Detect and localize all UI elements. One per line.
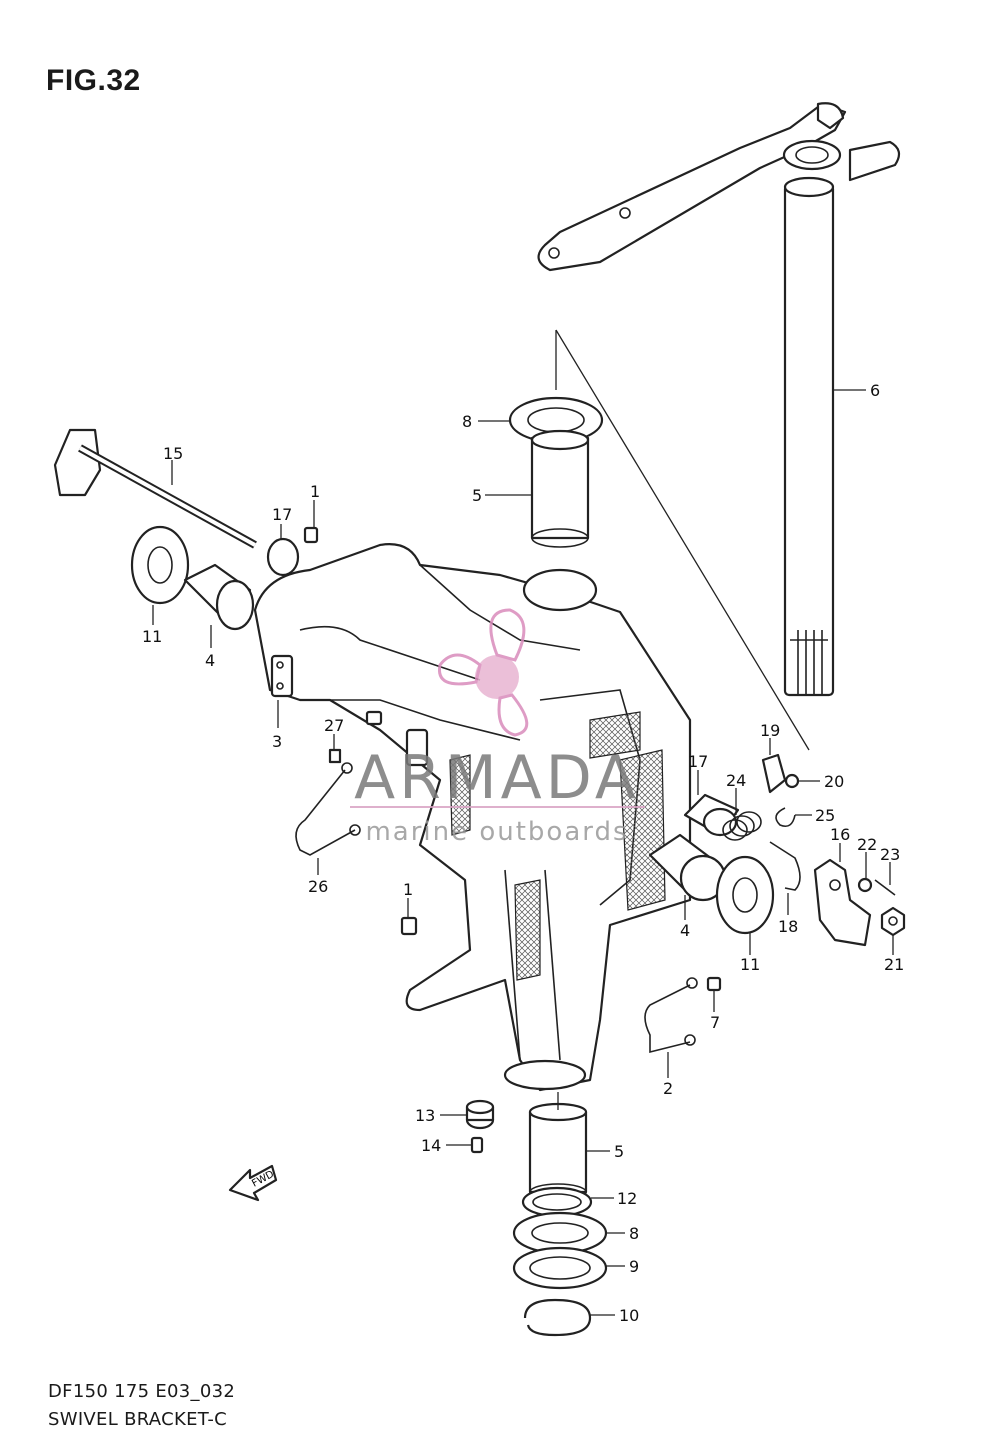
swivel-bracket-body: [253, 543, 692, 1092]
callout-labels: 6 8 5 15 17 1 11 4 3 27 26 1 19 20 17 24…: [142, 381, 904, 1325]
callout-17-left: 17: [272, 505, 292, 524]
callout-8-bottom: 8: [629, 1224, 639, 1243]
washer-11-right: [715, 855, 775, 935]
callout-24: 24: [726, 771, 746, 790]
grease-nipple-27-area: [365, 710, 383, 726]
washer-9: [512, 1246, 608, 1290]
watermark-tagline: marine outboards: [365, 817, 628, 847]
cotter-pin-23: [874, 879, 896, 896]
callout-13: 13: [415, 1106, 435, 1125]
callout-26: 26: [308, 877, 328, 896]
callout-10: 10: [619, 1306, 639, 1325]
ground-wire-26: [295, 762, 361, 856]
callout-7: 7: [710, 1013, 720, 1032]
bushing-top: [530, 429, 590, 548]
callout-1-mid: 1: [403, 880, 413, 899]
lever-18: [769, 841, 801, 891]
callout-9: 9: [629, 1257, 639, 1276]
stopper-13: [465, 1099, 495, 1130]
callout-11-left: 11: [142, 627, 162, 646]
callout-17-right: 17: [688, 752, 708, 771]
callout-20: 20: [824, 772, 844, 791]
callout-25: 25: [815, 806, 835, 825]
bushing-left: [183, 563, 255, 631]
callout-22: 22: [857, 835, 877, 854]
callout-6: 6: [870, 381, 880, 400]
grease-nipple-top: [303, 526, 319, 544]
figure-title: FIG.32: [46, 64, 141, 97]
fwd-arrow-icon: FWD: [228, 1164, 278, 1202]
screw-14: [470, 1136, 484, 1154]
callout-15: 15: [163, 444, 183, 463]
thrust-washer-bottom: [512, 1211, 608, 1255]
callout-14: 14: [421, 1136, 441, 1155]
callout-1-top: 1: [310, 482, 320, 501]
ground-wire-2: [644, 977, 698, 1054]
callout-27: 27: [324, 716, 344, 735]
callout-23: 23: [880, 845, 900, 864]
bushing-bottom: [528, 1102, 588, 1201]
watermark: ARMADA marine outboards: [350, 608, 645, 847]
propeller-logo-icon: [437, 608, 529, 737]
bolt-20: [784, 773, 800, 789]
callout-11-right: 11: [740, 955, 760, 974]
callout-4-right: 4: [680, 921, 690, 940]
washer-left: [130, 525, 190, 605]
callout-19: 19: [760, 721, 780, 740]
spring-24: [722, 811, 762, 841]
figure-code: DF150 175 E03_032: [48, 1381, 236, 1402]
callout-18: 18: [778, 917, 798, 936]
leader-lines: [152, 389, 894, 1316]
steering-shaft: [783, 176, 835, 697]
callout-16: 16: [830, 825, 850, 844]
nut-21: [880, 906, 906, 937]
steering-arm: [537, 102, 901, 272]
bracket-16: [813, 858, 872, 947]
callout-12: 12: [617, 1189, 637, 1208]
plate-19: [761, 753, 787, 794]
bushing-17-left: [266, 537, 300, 577]
callout-3: 3: [272, 732, 282, 751]
bolt-7: [706, 976, 722, 992]
tilt-tube: [53, 428, 257, 549]
callout-4-left: 4: [205, 651, 215, 670]
circlip-10: [523, 1298, 592, 1337]
washer-22: [857, 877, 873, 893]
clip-25: [775, 807, 796, 828]
figure-name: SWIVEL BRACKET-C: [48, 1409, 228, 1430]
watermark-brand: ARMADA: [354, 743, 640, 813]
callout-2: 2: [663, 1079, 673, 1098]
callout-5-bottom: 5: [614, 1142, 624, 1161]
callout-21: 21: [884, 955, 904, 974]
bolt-27: [328, 748, 342, 764]
grease-nipple-mid: [400, 916, 418, 936]
callout-8-top: 8: [462, 412, 472, 431]
callout-5-top: 5: [472, 486, 482, 505]
